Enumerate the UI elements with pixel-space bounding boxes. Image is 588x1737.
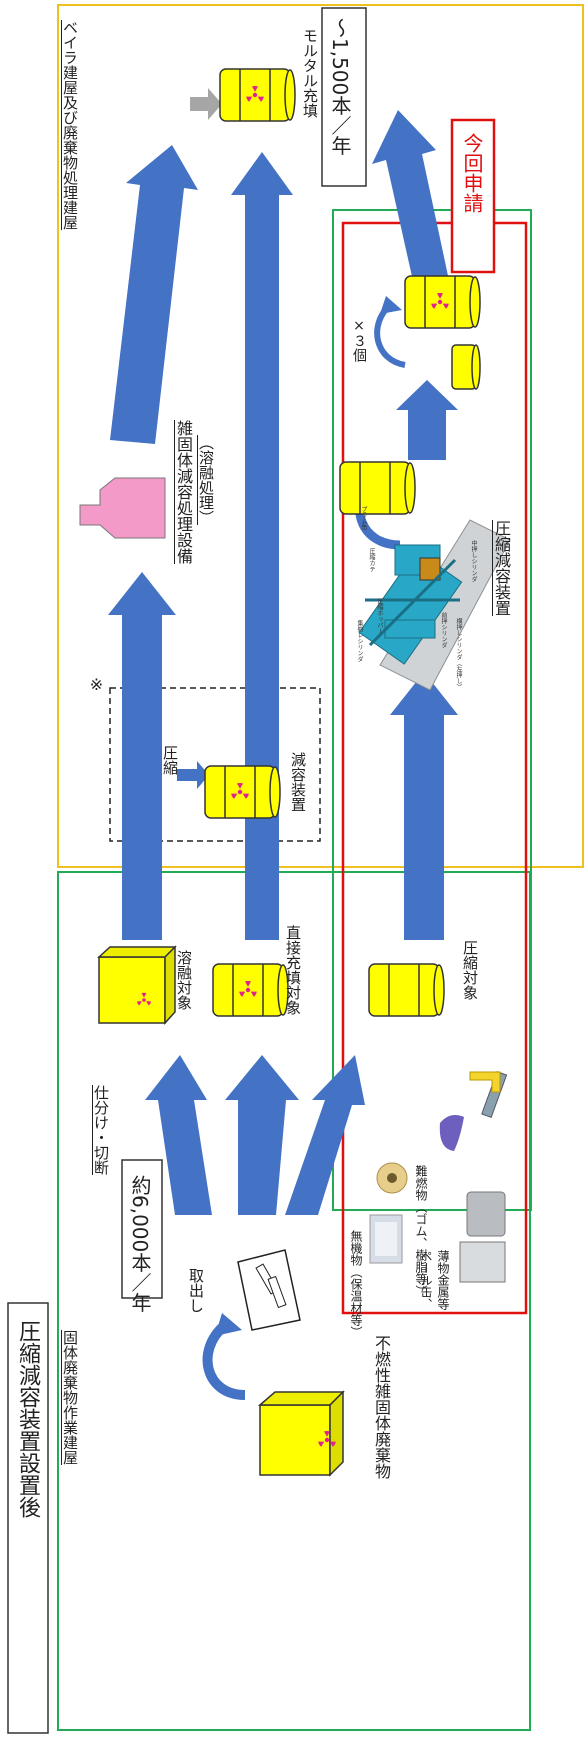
source-label: 不燃性雑固体廃棄物 xyxy=(372,1335,391,1479)
compress-label: 圧縮 xyxy=(161,745,179,775)
volume-device-drum xyxy=(204,765,281,819)
mortar-drum xyxy=(219,68,296,122)
device-part-2: 圧縮カテ xyxy=(368,548,375,572)
arrow-direct-up xyxy=(231,152,293,940)
melt-cube xyxy=(97,945,177,1025)
direct-drum xyxy=(212,963,289,1017)
annual-output-value: ～1,500本／年 xyxy=(328,18,352,156)
application-label: 今回申請 xyxy=(460,133,484,213)
solid-waste-building-border xyxy=(57,871,531,1731)
boiler-building-border xyxy=(57,4,584,868)
page-title: 圧縮減容装置設置後 xyxy=(15,1320,40,1518)
compressed-drum xyxy=(339,461,416,515)
annual-input-value: 約6,000本／年 xyxy=(128,1175,152,1313)
takeout-sheet xyxy=(237,1249,301,1331)
arrow-device-to-drum xyxy=(396,380,458,460)
note-mark: ※ xyxy=(87,675,106,694)
nonflammable-label: 無機物（保温材等） xyxy=(349,1230,363,1338)
arrow-compress-small xyxy=(177,761,209,789)
flame-retardant-label: 難燃物（ゴム、樹脂等） xyxy=(414,1165,428,1297)
melt-facility-label: 雑固体減容処理設備 xyxy=(174,420,193,564)
x3-curve-head xyxy=(380,296,402,314)
boiler-building-label: ベイラ建屋及び廃棄物処理建屋 xyxy=(61,20,79,230)
title-box xyxy=(7,1302,49,1734)
application-badge xyxy=(450,118,496,274)
sorting-label: 仕分け・切断 xyxy=(92,1085,110,1175)
arrow-melt-up xyxy=(108,572,176,940)
arrow-to-melt xyxy=(145,1055,212,1215)
melt-process-label: （溶融処理） xyxy=(197,435,215,525)
device-part-1: 集約レシリンダ xyxy=(356,620,363,662)
device-part-4: 中押しシリンダ xyxy=(470,540,477,582)
compressed-puck xyxy=(451,344,481,390)
volume-device-box xyxy=(109,687,321,842)
device-part-6: 横押しシリンダ（左押し） xyxy=(455,618,462,690)
metal-label-2: 薄物金属等 xyxy=(436,1250,450,1310)
arrow-to-compress xyxy=(285,1055,365,1215)
direct-target-label: 直接充填対象 xyxy=(284,925,302,1015)
metal-label-1: ペール缶、 xyxy=(419,1250,433,1310)
compress-drum xyxy=(368,963,445,1017)
solid-waste-building-label: 固体廃棄物作業建屋 xyxy=(61,1330,79,1465)
annual-output-box xyxy=(321,7,367,187)
annual-input-box xyxy=(121,1159,163,1299)
volume-device-label: 減容装置 xyxy=(289,752,307,812)
takeout-curve-arrow xyxy=(202,1321,246,1400)
mortar-label: モルタル充填 xyxy=(301,28,319,118)
filled-drum xyxy=(404,275,481,329)
compress-device-label: 圧縮減容装置 xyxy=(492,520,511,616)
flow-arrows xyxy=(108,110,458,1215)
arrow-to-mortar xyxy=(372,110,450,290)
takeout-curve-head xyxy=(215,1313,242,1336)
device-part-5: 圧縮ホッパー xyxy=(376,598,383,634)
material-photos xyxy=(369,1071,508,1283)
compress-target-label: 圧縮対象 xyxy=(461,940,479,1000)
melt-target-label: 溶融対象 xyxy=(175,950,193,1010)
source-cube xyxy=(259,1391,344,1476)
takeout-label: 取出し xyxy=(187,1268,205,1313)
arrow-compress-up xyxy=(390,672,458,940)
times-three-label: ×３個 xyxy=(351,318,367,362)
device-part-3: プラム缶 xyxy=(360,506,367,530)
x3-curve-arrow xyxy=(374,302,406,368)
device-part-7: 前押シリンダ xyxy=(440,612,447,648)
compress-device-machine xyxy=(358,519,511,691)
arrow-to-direct xyxy=(225,1055,299,1215)
arrow-melt-to-mortar xyxy=(110,145,198,444)
gray-arrow xyxy=(190,88,222,120)
melt-facility-icon xyxy=(79,477,166,539)
